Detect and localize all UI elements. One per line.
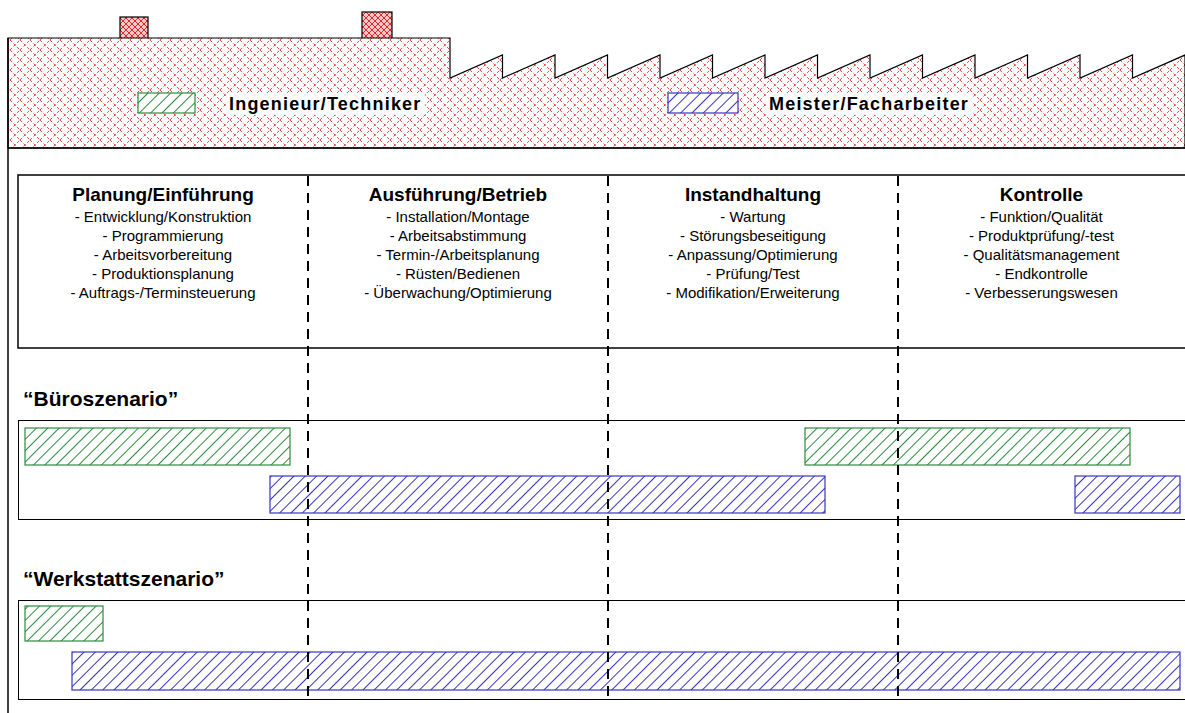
task-frame xyxy=(18,175,1185,348)
frame-line xyxy=(7,38,9,713)
column-divider xyxy=(607,176,609,700)
legend-swatch xyxy=(667,92,739,114)
task-item: - Überwachung/Optimierung xyxy=(364,283,552,302)
factory-building xyxy=(8,38,1185,148)
task-column: Kontrolle- Funktion/Qualität- Produktprü… xyxy=(898,175,1185,348)
chimney xyxy=(362,12,392,39)
task-item: - Funktion/Qualität xyxy=(980,207,1103,226)
column-heading: Ausführung/Betrieb xyxy=(369,184,547,206)
task-column: Instandhaltung- Wartung- Störungsbeseiti… xyxy=(608,175,898,348)
task-item: - Qualitätsmanagement xyxy=(964,245,1120,264)
worker-bar xyxy=(1075,476,1180,513)
scenario-box: “Büroszenario” xyxy=(18,420,1185,520)
engineer-bar xyxy=(25,606,103,641)
worker-bar xyxy=(270,476,825,513)
task-item: - Produktprüfung/-test xyxy=(969,226,1114,245)
column-heading: Planung/Einführung xyxy=(72,184,254,206)
task-item: - Entwicklung/Konstruktion xyxy=(75,207,252,226)
task-item: - Arbeitsabstimmung xyxy=(390,226,527,245)
engineer-bar xyxy=(25,428,290,465)
task-item: - Wartung xyxy=(720,207,785,226)
task-item: - Prüfung/Test xyxy=(706,264,799,283)
column-divider xyxy=(307,176,309,700)
task-item: - Auftrags-/Terminsteuerung xyxy=(70,283,255,302)
task-item: - Rüsten/Bedienen xyxy=(396,264,520,283)
task-item: - Installation/Montage xyxy=(386,207,529,226)
frame-line xyxy=(8,147,1185,149)
engineer-bar xyxy=(805,428,1130,465)
task-item: - Verbesserungswesen xyxy=(965,283,1118,302)
column-heading: Kontrolle xyxy=(1000,184,1083,206)
scenario-label: “Werkstattszenario” xyxy=(23,567,225,591)
column-heading: Instandhaltung xyxy=(685,184,821,206)
column-divider xyxy=(897,176,899,700)
chimney xyxy=(120,17,148,39)
task-item: - Modifikation/Erweiterung xyxy=(666,283,839,302)
task-item: - Anpassung/Optimierung xyxy=(668,245,837,264)
task-item: - Störungsbeseitigung xyxy=(680,226,826,245)
task-item: - Endkontrolle xyxy=(995,264,1088,283)
legend-label: Meister/Facharbeiter xyxy=(766,93,972,115)
worker-bar xyxy=(72,652,1180,690)
task-item: - Arbeitsvorbereitung xyxy=(94,245,232,264)
legend-swatch-fill xyxy=(138,93,195,113)
scenario-label: “Büroszenario” xyxy=(23,387,178,411)
legend-swatch xyxy=(137,92,196,114)
task-item: - Termin-/Arbeitsplanung xyxy=(376,245,539,264)
task-column: Planung/Einführung- Entwicklung/Konstruk… xyxy=(18,175,308,348)
task-item: - Produktionsplanung xyxy=(92,264,234,283)
task-item: - Programmierung xyxy=(103,226,224,245)
scenario-box: “Werkstattszenario” xyxy=(18,600,1185,700)
legend-swatch-fill xyxy=(668,93,738,113)
task-column: Ausführung/Betrieb- Installation/Montage… xyxy=(308,175,608,348)
legend-label: Ingenieur/Techniker xyxy=(226,93,425,115)
